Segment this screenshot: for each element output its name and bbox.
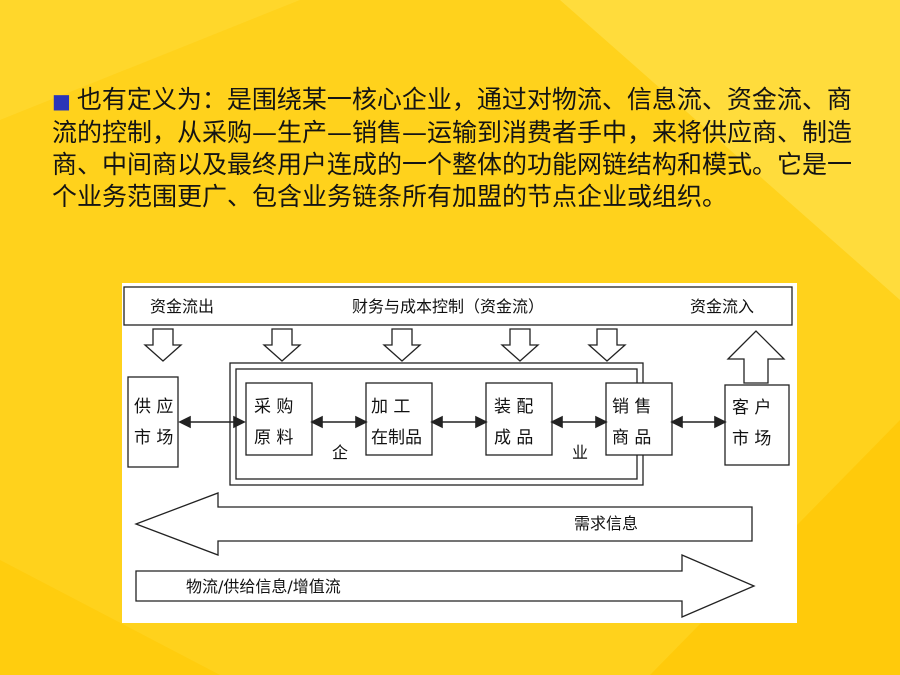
finance-control-label: 财务与成本控制（资金流）: [352, 297, 544, 316]
cash-inflow-label: 资金流入: [690, 297, 754, 316]
stage-purchasing-line2: 原 料: [254, 428, 293, 448]
demand-info-label: 需求信息: [574, 514, 638, 533]
customer-market-line1: 客 户: [732, 398, 771, 418]
supply-market-box: [127, 376, 179, 468]
double-arrow-icon: [178, 415, 246, 429]
stage-box-sales: [605, 382, 673, 456]
enterprise-char-2: 业: [572, 443, 588, 462]
double-arrow-icon: [670, 415, 727, 429]
definition-paragraph: ■也有定义为：是围绕某一核心企业，通过对物流、信息流、资金流、商流的控制，从采购…: [52, 84, 862, 213]
down-arrow-icon: [143, 328, 183, 362]
demand-info-arrow: [134, 492, 753, 556]
stage-box-processing: [365, 382, 433, 456]
stage-purchasing-line1: 采 购: [254, 397, 293, 417]
down-arrow-icon: [587, 328, 627, 362]
up-arrow-icon: [726, 330, 786, 384]
logistics-flow-arrow: [135, 554, 756, 618]
down-arrow-icon: [382, 328, 422, 362]
stage-sales-line2: 商 品: [612, 428, 651, 448]
logistics-flow-label: 物流/供给信息/增值流: [186, 577, 341, 596]
down-arrow-icon: [262, 328, 302, 362]
stage-assembly-line2: 成 品: [494, 428, 533, 448]
stage-processing-line1: 加 工: [371, 397, 410, 417]
stage-box-assembly: [485, 382, 553, 456]
double-arrow-icon: [430, 415, 488, 429]
square-bullet-icon: ■: [52, 89, 71, 113]
down-arrow-icon: [500, 328, 540, 362]
finance-control-bar: [123, 286, 793, 326]
customer-market-line2: 市 场: [732, 429, 771, 449]
stage-processing-line2: 在制品: [371, 428, 422, 448]
double-arrow-icon: [310, 415, 368, 429]
supply-market-line1: 供 应: [134, 397, 173, 417]
customer-market-box: [724, 384, 790, 466]
supply-market-line2: 市 场: [134, 428, 173, 448]
supply-chain-diagram: 资金流出 财务与成本控制（资金流） 资金流入 企 业 供 应 市 场 采 购 原…: [122, 283, 797, 623]
double-arrow-icon: [550, 415, 608, 429]
cash-outflow-label: 资金流出: [150, 297, 214, 316]
stage-assembly-line1: 装 配: [494, 397, 533, 417]
stage-sales-line1: 销 售: [612, 397, 651, 417]
enterprise-char-1: 企: [332, 443, 348, 462]
definition-text: 也有定义为：是围绕某一核心企业，通过对物流、信息流、资金流、商流的控制，从采购—…: [52, 85, 853, 211]
stage-box-purchasing: [245, 382, 313, 456]
